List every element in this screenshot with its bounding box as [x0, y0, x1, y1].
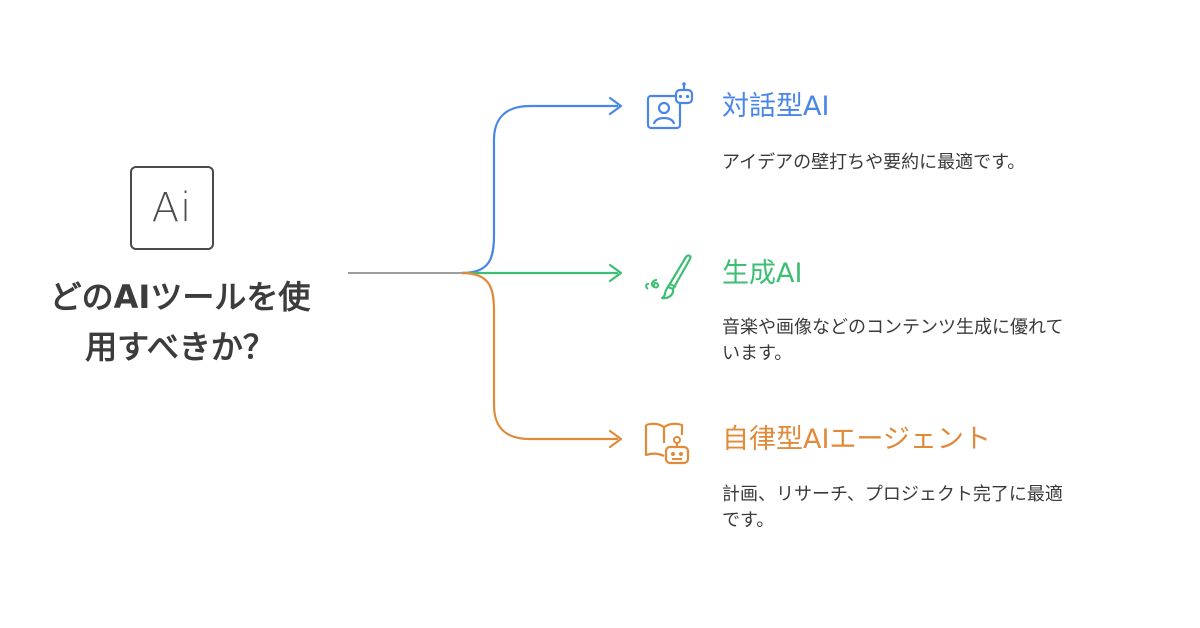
branch-desc-line: います。 [722, 343, 793, 364]
branch-desc-generative-ai: 音楽や画像などのコンテンツ生成に優れて います。 [722, 315, 1172, 367]
branch-desc-line: 音楽や画像などのコンテンツ生成に優れて [722, 317, 1064, 338]
branch-desc-line: 計画、リサーチ、プロジェクト完了に最適 [722, 484, 1063, 505]
branch-desc-line: アイデアの壁打ちや要約に最適です。 [722, 152, 1026, 173]
connector-branch-1 [461, 104, 618, 275]
connector-branch-3 [461, 271, 618, 441]
chat-robot-icon [646, 82, 694, 130]
branch-desc-chat-ai: アイデアの壁打ちや要約に最適です。 [722, 150, 1172, 176]
ai-logo-text: Ai [151, 185, 193, 231]
branch-desc-line: です。 [722, 510, 775, 531]
arrowhead-branch-3 [608, 429, 623, 449]
question-line-2: 用すべきか？ [85, 328, 275, 366]
branch-title-chat-ai: 対話型AI [722, 91, 830, 122]
branch-title-autonomous-agent: 自律型AIエージェント [722, 424, 991, 455]
paintbrush-icon [645, 254, 692, 300]
ai-logo: Ai [130, 166, 214, 250]
central-question: どのAIツールを使 用すべきか？ [20, 272, 340, 372]
arrowhead-branch-1 [608, 96, 623, 116]
branch-title-generative-ai: 生成AI [722, 258, 803, 289]
arrowhead-branch-2 [608, 263, 623, 283]
branch-desc-autonomous-agent: 計画、リサーチ、プロジェクト完了に最適 です。 [722, 482, 1172, 534]
question-line-1: どのAIツールを使 [49, 278, 311, 316]
robot-book-icon [644, 422, 690, 465]
